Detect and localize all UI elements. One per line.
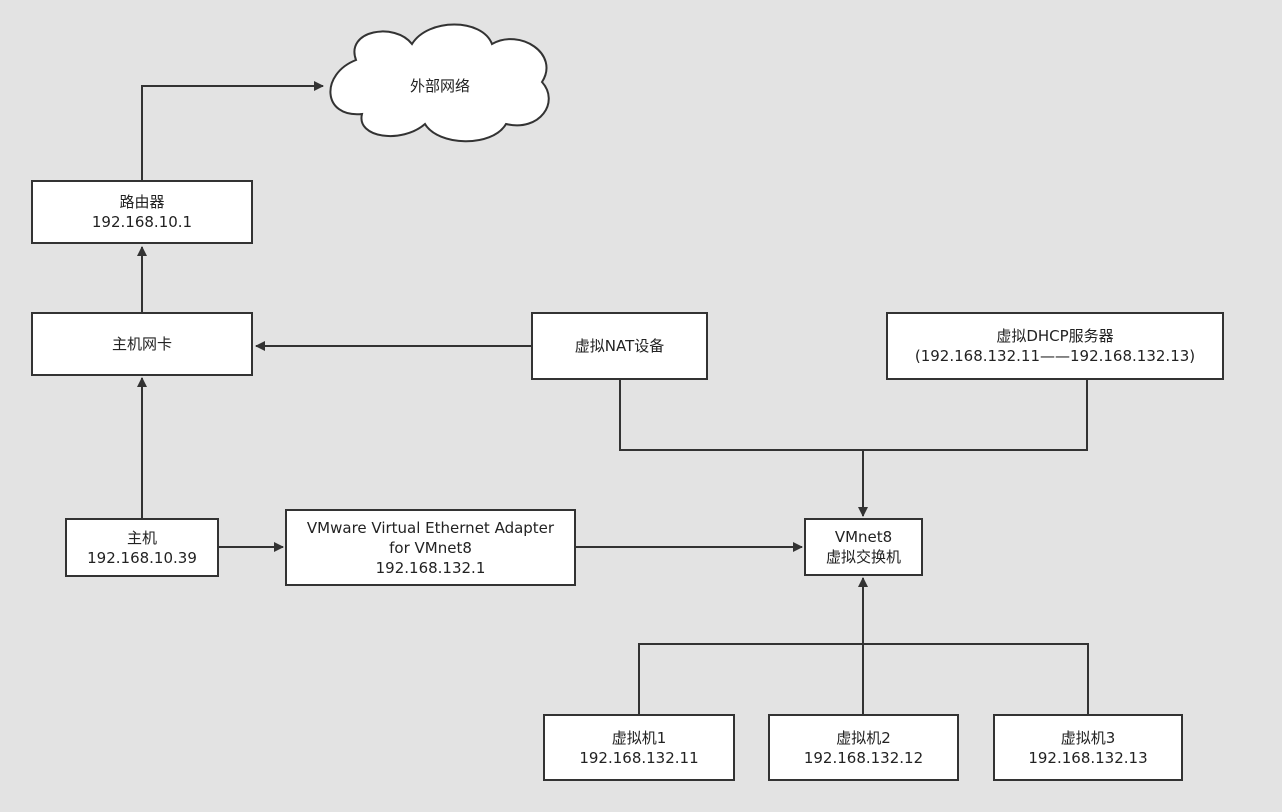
switch-line1: VMnet8 (834, 528, 893, 546)
vm-name: 虚拟机2 (836, 728, 891, 747)
adapter-ip: 192.168.132.1 (375, 558, 486, 577)
vm-name: 虚拟机1 (611, 728, 667, 747)
vm-name: 虚拟机3 (1060, 728, 1116, 747)
router-to-cloud-connector (141, 81, 324, 180)
vm-ip: 192.168.132.13 (1028, 748, 1148, 767)
dhcp-server-range: (192.168.132.11——192.168.132.13) (914, 347, 1196, 365)
vm-node: 虚拟机2 192.168.132.12 (768, 714, 959, 781)
router-node: 路由器 192.168.10.1 (31, 180, 253, 244)
vm1-up-connector (638, 643, 863, 714)
dhcp-server-node: 虚拟DHCP服务器 (192.168.132.11——192.168.132.1… (886, 312, 1224, 380)
vm-ip: 192.168.132.11 (579, 748, 699, 767)
host-nic-name: 主机网卡 (111, 335, 172, 353)
vmware-adapter-node: VMware Virtual Ethernet Adapter for VMne… (285, 509, 576, 586)
adapter-line2: for VMnet8 (389, 538, 472, 557)
vmnet8-switch-node: VMnet8 虚拟交换机 (804, 518, 923, 576)
vm3-up-connector (863, 643, 1089, 714)
dhcp-server-name: 虚拟DHCP服务器 (996, 327, 1114, 345)
dhcp-down-connector (863, 380, 1088, 451)
host-nic-node: 主机网卡 (31, 312, 253, 376)
vm-node: 虚拟机1 192.168.132.11 (543, 714, 735, 781)
host-ip: 192.168.10.39 (87, 548, 197, 567)
cloud-label: 外部网络 (409, 77, 470, 95)
adapter-line1: VMware Virtual Ethernet Adapter (306, 518, 555, 537)
host-name: 主机 (126, 528, 157, 547)
router-name: 路由器 (119, 193, 165, 211)
vm-node: 虚拟机3 192.168.132.13 (993, 714, 1183, 781)
vm-ip: 192.168.132.12 (803, 748, 924, 767)
router-ip: 192.168.10.1 (91, 213, 193, 231)
nat-device-name: 虚拟NAT设备 (574, 337, 665, 355)
host-node: 主机 192.168.10.39 (65, 518, 219, 577)
nat-device-node: 虚拟NAT设备 (531, 312, 708, 380)
cloud-shape (329, 23, 550, 143)
nat-down-connector (619, 380, 863, 451)
switch-line2: 虚拟交换机 (825, 548, 901, 566)
